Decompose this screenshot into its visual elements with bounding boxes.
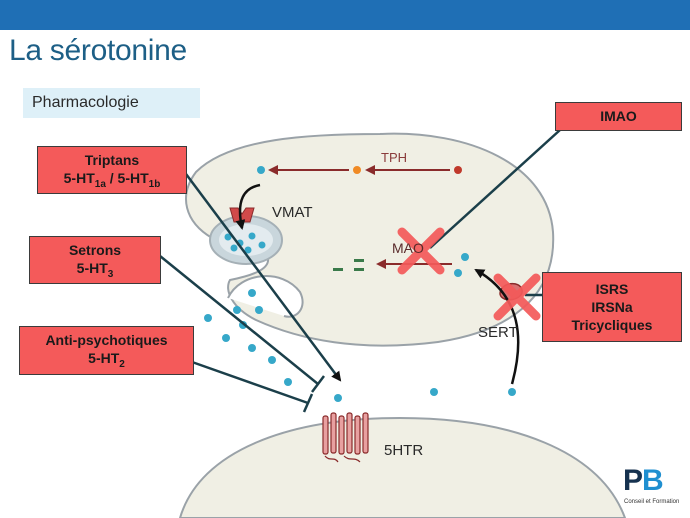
antipsychotic-inhibit-line — [191, 360, 309, 405]
triptans-label: Triptans — [84, 152, 140, 168]
imao-arrow-line — [429, 129, 561, 249]
sert-cross — [493, 273, 541, 321]
reuptake-arrow — [474, 268, 520, 385]
vmat-label: VMAT — [272, 204, 313, 221]
5ht-receptor — [322, 412, 369, 463]
triptans-box: Triptans 5-HT1a / 5-HT1b — [37, 146, 187, 194]
sert-label: SERT — [478, 324, 518, 341]
isrs-box: ISRS IRSNa Tricycliques — [542, 272, 682, 342]
tricycliques-label: Tricycliques — [571, 317, 653, 333]
receptor-label: 5HTR — [384, 442, 424, 459]
imao-label: IMAO — [600, 108, 637, 124]
setrons-label: Setrons — [68, 242, 122, 258]
setrons-receptor: 5-HT3 — [76, 260, 114, 280]
antipsychotic-receptor: 5-HT2 — [88, 350, 125, 370]
serotonin-dot-mao-1 — [461, 253, 469, 261]
isrs-label: ISRS — [595, 281, 629, 297]
logo-letters: PB — [623, 464, 664, 497]
setrons-inhibit-line — [159, 255, 319, 385]
serotonin-dot-cytosol — [257, 166, 265, 174]
logo-tagline: Conseil et Formation — [624, 499, 680, 505]
irsna-label: IRSNa — [591, 299, 633, 315]
page-title: La sérotonine — [9, 34, 187, 67]
imao-box: IMAO — [555, 102, 682, 131]
top-bar — [0, 0, 690, 30]
triptans-arrow-line — [184, 173, 342, 382]
vmat-arrow — [235, 183, 261, 230]
antipsychotic-label: Anti-psychotiques — [45, 332, 168, 348]
synaptic-serotonin — [204, 289, 516, 402]
postsynaptic-neuron — [178, 416, 627, 518]
tph-label: TPH — [381, 150, 407, 165]
vesicle-serotonin — [224, 232, 266, 254]
setrons-box: Setrons 5-HT3 — [29, 236, 161, 284]
tryptophan-dot — [454, 166, 462, 174]
setrons-inhibit-bar — [311, 375, 325, 393]
antipsychotic-inhibit-bar — [302, 393, 314, 413]
mao-metabolites — [333, 259, 364, 271]
mao-label: MAO — [392, 240, 424, 256]
intermediate-dot — [353, 166, 361, 174]
serotonin-dot-mao-2 — [454, 269, 462, 277]
triptans-receptors: 5-HT1a / 5-HT1b — [63, 170, 161, 190]
section-subtitle: Pharmacologie — [23, 88, 200, 118]
mao-cross — [397, 227, 445, 275]
pb-logo: PB Conseil et Formation — [623, 464, 683, 512]
antipsychotic-box: Anti-psychotiques 5-HT2 — [19, 326, 194, 375]
